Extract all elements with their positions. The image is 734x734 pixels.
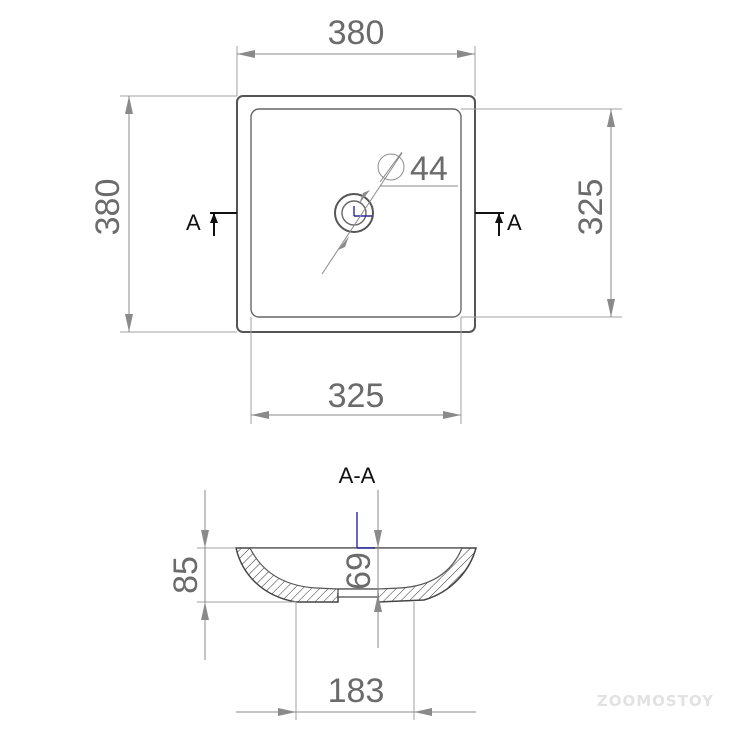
height-arrow-bottom — [201, 602, 209, 620]
inner-width-value: 325 — [328, 377, 385, 415]
drain-leader-arrow-upper — [359, 190, 370, 204]
bottom-dim-arrow-left — [251, 411, 269, 419]
top-dim-arrow-right — [457, 50, 475, 58]
total-height-value: 85 — [167, 556, 205, 594]
depth-arrow-bottom — [374, 594, 382, 612]
inner-bowl-outline — [250, 108, 462, 318]
section-marker-left: A — [186, 210, 237, 236]
base-width-value: 183 — [328, 672, 385, 710]
left-dim-arrow-top — [125, 96, 133, 114]
right-dim-arrow-bottom — [607, 299, 615, 317]
drain-outer-circle — [334, 193, 374, 233]
base-arrow-right — [414, 708, 432, 716]
drain-diameter-leader — [321, 152, 403, 275]
right-dim-arrow-top — [607, 109, 615, 127]
watermark-logo: ZOOMOSTOY — [597, 692, 714, 710]
section-view: A-A 85 69 183 — [167, 463, 477, 720]
section-title: A-A — [339, 463, 376, 488]
diameter-symbol-icon — [377, 151, 405, 183]
drain-diameter-value: 44 — [410, 150, 448, 188]
height-arrow-top — [201, 530, 209, 548]
drain-leader-arrow-lower — [338, 236, 349, 250]
plan-view: 44 380 380 325 325 A — [89, 14, 622, 424]
svg-text:A: A — [507, 210, 522, 235]
depth-arrow-top — [374, 530, 382, 548]
bowl-depth-value: 69 — [340, 552, 378, 590]
outer-rim-outline — [236, 95, 476, 333]
outer-width-value: 380 — [328, 14, 385, 52]
base-arrow-left — [278, 708, 296, 716]
top-dim-arrow-left — [237, 50, 255, 58]
bottom-dim-arrow-right — [443, 411, 461, 419]
inner-height-value: 325 — [572, 179, 610, 236]
section-marker-right: A — [475, 210, 522, 236]
svg-text:A: A — [186, 210, 201, 235]
left-dim-arrow-bottom — [125, 314, 133, 332]
outer-height-value: 380 — [89, 179, 127, 236]
